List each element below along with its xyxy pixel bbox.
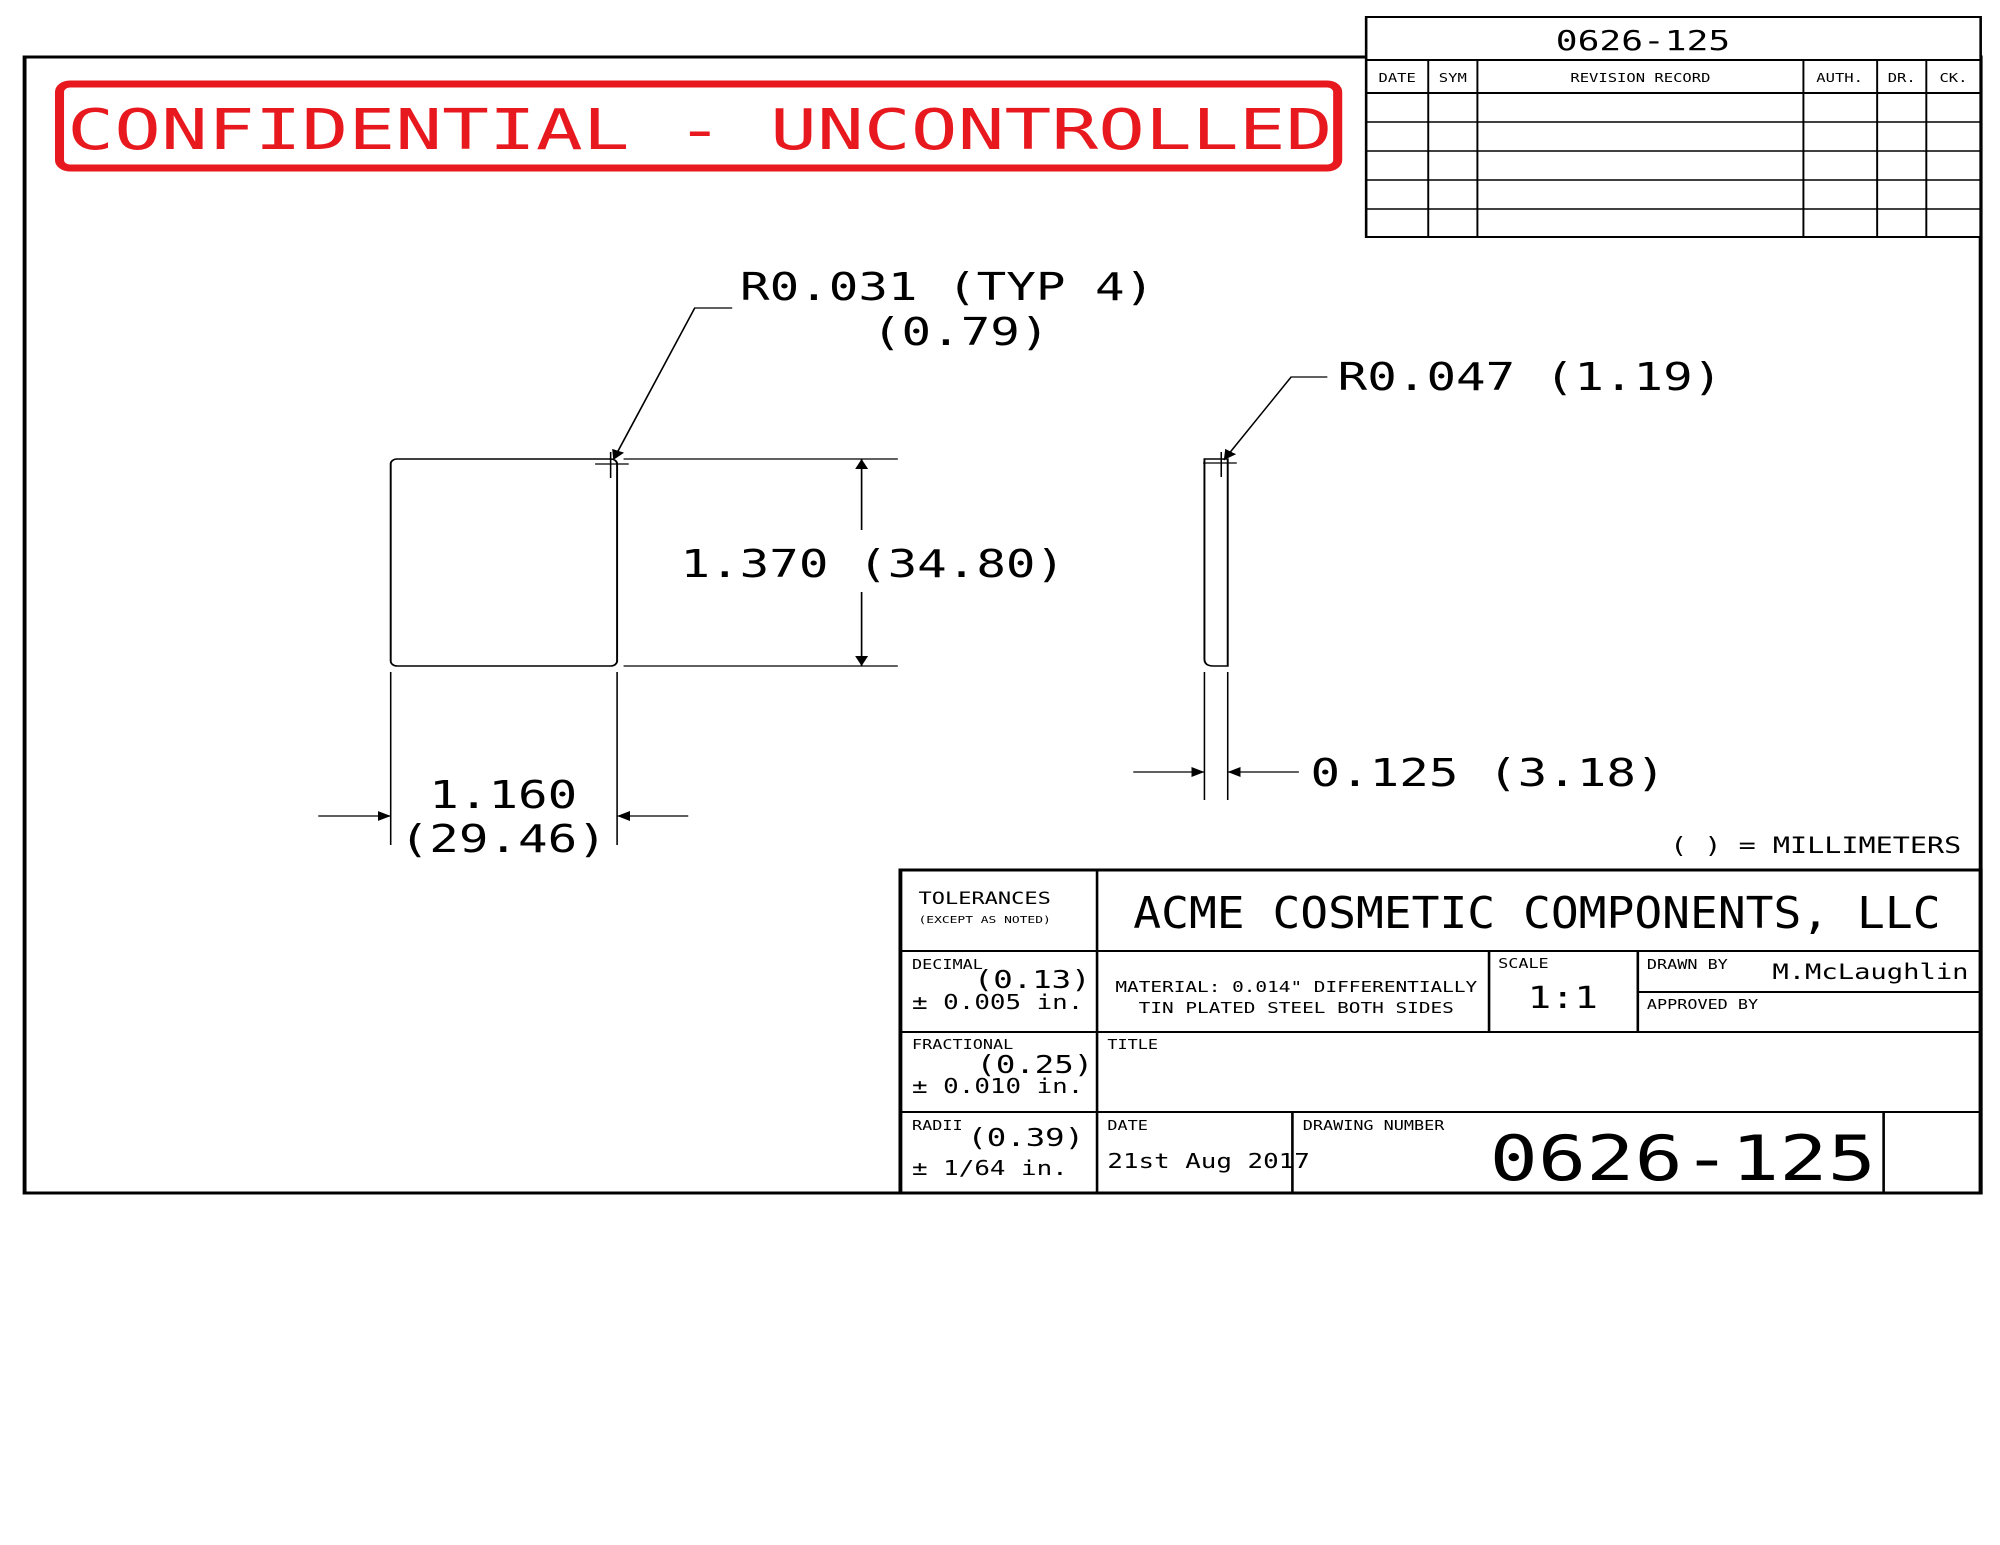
scale-label: SCALE [1498,956,1549,972]
height-dimension-label: 1.370 (34.80) [680,542,1065,586]
width-dimension-label: 1.160 [429,773,577,817]
date-label: DATE [1107,1118,1147,1134]
corner-radius-mm: (0.79) [872,310,1050,354]
units-note: ( ) = MILLIMETERS [1670,832,1961,858]
fractional-label: FRACTIONAL [912,1037,1013,1053]
title-block: TOLERANCES (EXCEPT AS NOTED) ACME COSMET… [898,868,1983,1195]
material-line-2: TIN PLATED STEEL BOTH SIDES [1139,1000,1454,1017]
top-drawing-number: 0626-125 [1556,24,1730,57]
material-line-1: MATERIAL: 0.014" DIFFERENTIALLY [1115,979,1477,996]
side-radius-label: R0.047 (1.19) [1338,355,1723,399]
radii-tolerance: ± 1/64 in. [912,1158,1068,1180]
drawn-by-value: M.McLaughlin [1772,959,1968,984]
rev-header-dr: DR. [1888,72,1916,86]
title-label: TITLE [1107,1037,1158,1053]
company-name: ACME COSMETIC COMPONENTS, LLC [1133,887,1940,938]
decimal-tolerance: ± 0.005 in. [912,992,1083,1014]
tolerances-note: (EXCEPT AS NOTED) [919,913,1051,925]
scale-value: 1:1 [1528,981,1598,1016]
tolerances-label: TOLERANCES [919,888,1051,908]
radii-mm: (0.39) [967,1123,1084,1152]
thickness-label: 0.125 (3.18) [1311,751,1666,795]
width-dimension-mm: (29.46) [400,817,607,861]
drawing-number-value: 0626-125 [1490,1122,1876,1195]
drawing-number-label: DRAWING NUMBER [1303,1118,1446,1134]
stamp-text: CONFIDENTIAL - UNCONTROLLED [67,98,1332,163]
rev-header-ck: CK. [1939,72,1967,86]
decimal-label: DECIMAL [912,957,983,973]
decimal-mm: (0.13) [974,965,1091,994]
rev-header-auth: AUTH. [1816,72,1863,86]
fractional-mm: (0.25) [976,1050,1093,1079]
drawn-by-label: DRAWN BY [1647,957,1728,973]
date-value: 21st Aug 2017 [1107,1151,1309,1173]
rev-header-record: REVISION RECORD [1570,72,1710,86]
rev-header-date: DATE [1379,72,1416,86]
rev-header-sym: SYM [1439,72,1467,86]
side-view: R0.047 (1.19) 0.125 (3.18) [1133,355,1722,800]
confidential-stamp: CONFIDENTIAL - UNCONTROLLED [54,80,1343,172]
radii-label: RADII [912,1118,963,1134]
part-outline [389,458,619,667]
approved-by-label: APPROVED BY [1647,997,1758,1013]
fractional-tolerance: ± 0.010 in. [912,1076,1083,1098]
side-outline [1203,458,1229,667]
corner-radius-label: R0.031 (TYP 4) [740,265,1154,309]
front-view: R0.031 (TYP 4) (0.79) 1.370 (34.80) 1.16… [318,265,1154,862]
revision-block: 0626-125 DATE SYM REVISION RECORD AUTH. … [1364,16,1982,238]
